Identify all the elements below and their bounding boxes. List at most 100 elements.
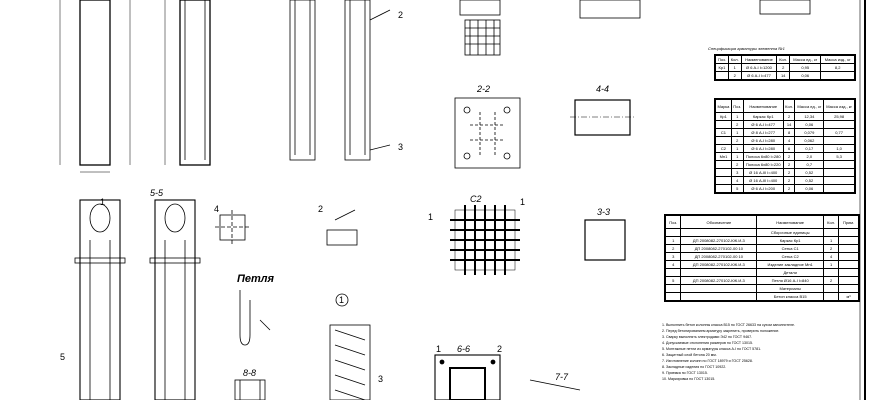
label-8-8: 8-8 [243, 368, 256, 378]
cell: 2 [823, 244, 840, 253]
label-4-4: 4-4 [596, 84, 609, 94]
cell: 1 [730, 152, 744, 161]
cell: 2 [782, 176, 796, 185]
cell: 3 [664, 252, 682, 261]
cell: 1 [823, 236, 840, 245]
cell: 2 [782, 112, 796, 121]
cell [838, 284, 860, 293]
cell: Поз. [714, 54, 729, 64]
note-line: 1. Выполнить бетон колонны класса В15 по… [662, 323, 795, 327]
cell: 12,34 [794, 112, 825, 121]
cell: Детали [756, 268, 825, 277]
cell [838, 276, 860, 285]
note-line: 6. Защитный слой бетона 20 мм. [662, 353, 717, 357]
cell: ДП 2008082-270102-КЖ.И-3 [680, 276, 758, 285]
cell: 2 [782, 184, 796, 194]
cell: 25,98 [823, 112, 856, 121]
cell: 2 [776, 63, 791, 72]
cell: Изделие закладное Мн1 [756, 260, 825, 269]
cell: 8 [782, 128, 796, 137]
cell: Ø 6 А-I l=280 [742, 144, 784, 153]
cell: Бетон класса В15 [756, 292, 825, 302]
cell: 1 [823, 260, 840, 269]
cell: 2 [730, 120, 744, 129]
cell: Ø 8 А-I l=277 [742, 128, 784, 137]
label-2-2: 2-2 [476, 84, 490, 94]
cell [823, 228, 840, 237]
note-line: 3. Сварку выполнять электродами Э42 по Г… [662, 335, 753, 339]
header-cell: Марка [714, 98, 732, 113]
section-5-5 [74, 199, 201, 400]
cell: Кол. [776, 54, 791, 64]
header-cell: Наименование [742, 98, 784, 113]
cell: 4 [782, 136, 796, 145]
cell: 6 [782, 144, 796, 153]
cell [714, 176, 732, 185]
cell: 2 [664, 244, 682, 253]
cell: С1 [714, 128, 732, 137]
table-row: Детали [664, 268, 860, 277]
callout-1d: 1 [428, 212, 433, 222]
callout-4: 4 [214, 204, 219, 214]
cell [680, 268, 758, 277]
label-circle-1: 1 [339, 295, 344, 305]
callout-1b: 1 [520, 197, 525, 207]
cell: 2 [782, 168, 796, 177]
note-line: 9. Приемка по ГОСТ 13015. [662, 371, 708, 375]
cell: Кр1 [714, 63, 729, 72]
label-7-7: 7-7 [555, 372, 569, 382]
cell [680, 284, 758, 293]
cell: Полоса 6х80 l=280 [742, 152, 784, 161]
cell: ДП 2008082-270102-КЖ.И-3 [680, 260, 758, 269]
cell: Ø 16 А-III l=400 [742, 176, 784, 185]
cell [714, 168, 732, 177]
note-line: 2. Перед бетонированием арматуру закрепи… [662, 329, 780, 333]
section-small-2 [326, 209, 358, 246]
cell [680, 292, 758, 302]
cell [838, 268, 860, 277]
cell: 2,0 [794, 152, 825, 161]
header-cell: Поз. [730, 98, 744, 113]
cell [680, 228, 758, 237]
section-7-7-line [529, 379, 581, 391]
cell: 1 [730, 144, 744, 153]
cell: 0,7 [794, 160, 825, 169]
cell: Кол. [727, 54, 742, 64]
header-cell: Масса ед., кг [794, 98, 825, 113]
note-line: 7. Изготовление колонн по ГОСТ 18979 и Г… [662, 359, 753, 363]
cell [823, 120, 856, 129]
cell: 14 [782, 120, 796, 129]
header-cell: Кол. [782, 98, 796, 113]
cell: Каркас Кр1 [742, 112, 784, 121]
header-cell: Кол. [823, 214, 840, 229]
cell: Каркас Кр1 [756, 236, 825, 245]
cell: 1 [730, 128, 744, 137]
section-8-8 [234, 379, 266, 400]
cell: 2 [823, 276, 840, 285]
cell: 1,0 [823, 144, 856, 153]
section-6-6 [434, 354, 501, 400]
cell [714, 184, 732, 194]
section-4-4 [570, 99, 635, 136]
callout-1c: 1 [436, 344, 441, 354]
cell [714, 120, 732, 129]
cell: ДП 2008082-270102-00 10 [680, 244, 758, 253]
note-line: 4. Допускаемые отклонения размеров по ГО… [662, 341, 754, 345]
section-small-1 [215, 210, 250, 245]
cell: 3 [730, 168, 744, 177]
callout-2c: 2 [497, 344, 502, 354]
cell: 1 [730, 112, 744, 121]
cell: Ø 6 А-I l=1200 [740, 63, 778, 72]
callout-3b: 3 [378, 374, 383, 384]
